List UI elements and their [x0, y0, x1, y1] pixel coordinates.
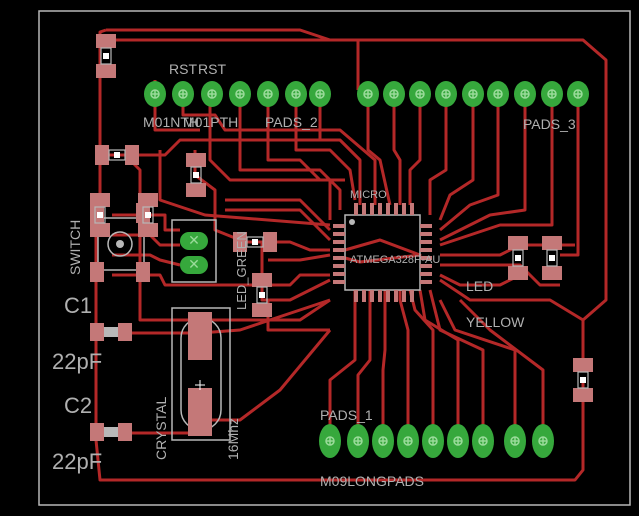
- m09longpads-label: M09LONGPADS: [320, 473, 424, 489]
- smd-resistor-icon: [542, 236, 562, 280]
- through-hole-pad-icon[interactable]: [462, 81, 484, 107]
- crystal-label: CRYSTAL: [153, 397, 169, 460]
- c1-label: C1: [64, 293, 92, 318]
- smd-resistor-icon: [90, 193, 110, 237]
- through-hole-pad-icon[interactable]: [409, 81, 431, 107]
- led-label: LED: [466, 278, 493, 294]
- smd-resistor-icon: [508, 236, 528, 280]
- pads2-label: PADS_2: [265, 114, 318, 130]
- pads3-label: PADS_3: [523, 116, 576, 132]
- through-hole-pad-icon[interactable]: [541, 81, 563, 107]
- through-hole-pad-icon[interactable]: [447, 424, 469, 458]
- copper-traces: [94, 28, 608, 482]
- smd-resistor-icon: [573, 358, 593, 402]
- through-hole-pad-icon[interactable]: [357, 81, 379, 107]
- microcontroller-chip: [344, 214, 421, 291]
- through-hole-pad-icon[interactable]: [309, 81, 331, 107]
- board-outline: [38, 10, 631, 506]
- through-hole-pad-icon[interactable]: [383, 81, 405, 107]
- through-hole-pad-icon[interactable]: [229, 81, 251, 107]
- micro-label: MICRO: [350, 189, 387, 201]
- svg-text:✕: ✕: [188, 257, 200, 273]
- chip-pins: [333, 203, 432, 302]
- through-hole-pad-icon[interactable]: [372, 424, 394, 458]
- capacitor-c1: [90, 323, 132, 341]
- through-hole-pad-icon[interactable]: [257, 81, 279, 107]
- svg-text:✕: ✕: [188, 233, 200, 249]
- led-green-header[interactable]: ✕ ✕: [171, 219, 217, 283]
- smd-resistor-icon: [95, 145, 139, 165]
- crystal-value: 16Mhz: [225, 418, 241, 460]
- c2-label: C2: [64, 393, 92, 418]
- capacitor-c2: [90, 423, 132, 441]
- c2-value: 22pF: [52, 449, 102, 474]
- through-hole-pad-icon[interactable]: [285, 81, 307, 107]
- pads1-label: PADS_1: [320, 407, 373, 423]
- through-hole-pad-icon[interactable]: [397, 424, 419, 458]
- c1-value: 22pF: [52, 349, 102, 374]
- atmega-label: ATMEGA328P-AU: [350, 254, 440, 266]
- smd-resistor-icon: [252, 273, 272, 317]
- rst2-label: RST: [198, 61, 226, 77]
- led-green-label: LED_GREEN: [234, 231, 249, 310]
- yellow-label: YELLOW: [466, 314, 525, 330]
- through-hole-pad-icon[interactable]: [504, 424, 526, 458]
- switch-label: SWITCH: [67, 220, 83, 275]
- crystal-icon: [171, 307, 231, 441]
- through-hole-pad-icon[interactable]: [422, 424, 444, 458]
- header-pads-3[interactable]: [357, 81, 589, 107]
- m01pth-label: M01PTH: [183, 114, 238, 130]
- through-hole-pad-icon[interactable]: [514, 81, 536, 107]
- through-hole-pad-icon[interactable]: [567, 81, 589, 107]
- through-hole-pad-icon[interactable]: [144, 81, 166, 107]
- smd-resistor-icon: [138, 193, 158, 237]
- smd-resistors: [90, 34, 593, 402]
- header-pads-2[interactable]: [144, 81, 331, 107]
- rst-label: RST: [169, 61, 197, 77]
- through-hole-pad-icon[interactable]: [487, 81, 509, 107]
- through-hole-pad-icon[interactable]: [319, 424, 341, 458]
- m01nth-label: M01NTH: [143, 114, 199, 130]
- through-hole-pad-icon[interactable]: [172, 81, 194, 107]
- smd-resistor-icon: [186, 153, 206, 197]
- through-hole-pad-icon[interactable]: [435, 81, 457, 107]
- through-hole-pad-icon[interactable]: [472, 424, 494, 458]
- header-pads-1[interactable]: [319, 424, 554, 458]
- through-hole-pad-icon[interactable]: [347, 424, 369, 458]
- smd-resistor-icon: [233, 232, 277, 252]
- through-hole-pad-icon[interactable]: [201, 81, 223, 107]
- smd-resistor-icon: [96, 34, 116, 78]
- through-hole-pad-icon[interactable]: [532, 424, 554, 458]
